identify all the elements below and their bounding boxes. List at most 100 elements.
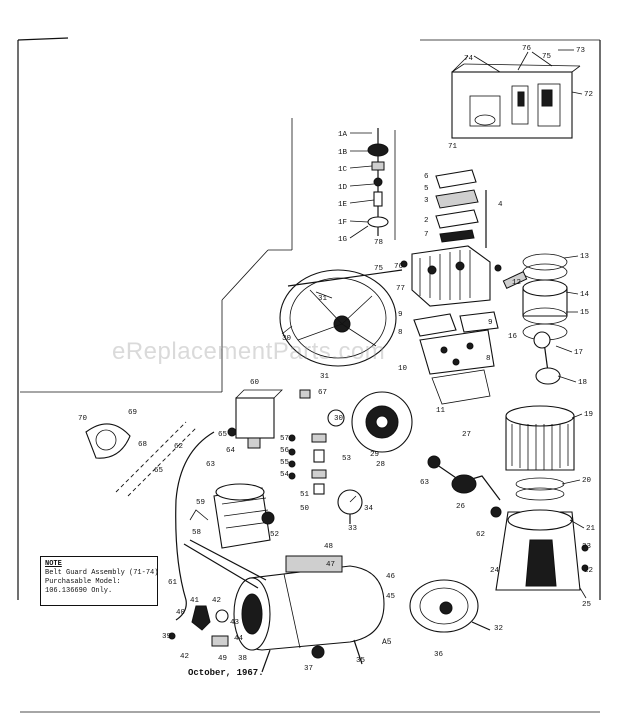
note-title: NOTE [45,560,62,568]
label-37: 37 [304,665,313,673]
label-8b: 8 [486,355,491,363]
label-9: 9 [398,311,403,319]
fittings-column [288,433,327,495]
label-53: 53 [342,455,352,463]
label-2: 2 [424,217,429,225]
label-1F: 1F [338,219,347,227]
label-73: 73 [576,47,586,55]
label-42b: 42 [180,653,189,661]
label-4: 4 [498,201,503,209]
label-75: 75 [542,53,552,61]
pressure-gauge [337,489,363,524]
note-line-1: Belt Guard Assembly (71-74) [45,569,159,577]
label-45: 45 [386,593,396,601]
label-65: 65 [218,431,228,439]
electric-motor [189,483,275,549]
label-56: 56 [280,447,290,455]
label-34: 34 [364,505,374,513]
label-36: 36 [434,651,444,659]
label-14: 14 [580,291,590,299]
label-60: 60 [250,379,260,387]
label-26: 26 [456,503,466,511]
label-32: 32 [494,625,503,633]
label-21: 21 [586,525,596,533]
label-1G: 1G [338,236,348,244]
label-52: 52 [270,531,279,539]
note-box: NOTE Belt Guard Assembly (71-74) Purchas… [40,556,158,606]
label-1B: 1B [338,149,348,157]
label-74: 74 [464,55,474,63]
part-labels: 1A 1B 1C 1D 1E 1F 1G 6 5 3 2 7 4 74 76 7… [78,45,596,673]
label-40: 40 [176,609,186,617]
label-5: 5 [424,185,429,193]
bearing-plate [351,391,413,453]
pressure-switch [235,389,283,449]
leader-lines [281,49,587,599]
label-62: 62 [476,531,485,539]
flywheel-pulley [279,269,403,367]
label-33: 33 [348,525,358,533]
crankshaft [427,455,502,518]
label-78: 78 [374,239,383,247]
label-15: 15 [580,309,590,317]
note-line-3: 106.136690 Only. [45,587,113,595]
label-41: 41 [190,597,200,605]
label-67: 67 [318,389,327,397]
label-31: 31 [318,295,328,303]
label-75b: 75 [374,265,384,273]
label-30b: 30 [334,415,344,423]
valve-plates [435,169,487,248]
label-57: 57 [280,435,289,443]
label-10: 10 [398,365,408,373]
label-58: 58 [192,529,201,537]
label-22: 22 [584,567,593,575]
label-47: 47 [326,561,335,569]
label-8: 8 [398,329,403,337]
label-24: 24 [490,567,500,575]
label-A5: A5 [382,638,392,647]
label-46: 46 [386,573,396,581]
label-19: 19 [584,411,593,419]
valve-parts-stack [367,128,396,240]
label-76b: 76 [394,263,404,271]
label-11: 11 [436,407,446,415]
motor-pulley [409,579,491,633]
label-31b: 31 [320,373,330,381]
label-69: 69 [128,409,137,417]
page-borders [17,37,601,713]
power-cord [175,431,215,621]
label-54: 54 [280,471,290,479]
valve-plate-assembly [413,311,499,405]
label-48: 48 [324,543,333,551]
label-23: 23 [582,543,592,551]
label-18: 18 [578,379,587,387]
label-55: 55 [280,459,290,467]
label-1D: 1D [338,184,348,192]
note-line-2: Purchasable Model: [45,578,121,586]
label-49: 49 [218,655,227,663]
footer-date: October, 1967. [188,668,264,678]
label-16: 16 [508,333,518,341]
cylinder-head [411,245,491,307]
cylinder [505,405,575,501]
label-27: 27 [462,431,471,439]
label-42: 42 [212,597,221,605]
label-29: 29 [370,451,379,459]
label-76: 76 [522,45,532,53]
label-28: 28 [376,461,385,469]
label-70: 70 [78,415,88,423]
label-50: 50 [300,505,310,513]
label-68: 68 [138,441,147,449]
label-25: 25 [582,601,592,609]
label-61: 61 [168,579,178,587]
label-51: 51 [300,491,310,499]
label-59: 59 [196,499,205,507]
piston-assembly [502,253,568,341]
base-bracket [183,539,267,589]
label-1A: 1A [338,131,348,139]
label-43: 43 [230,619,240,627]
label-63: 63 [420,479,430,487]
label-12: 12 [512,279,521,287]
